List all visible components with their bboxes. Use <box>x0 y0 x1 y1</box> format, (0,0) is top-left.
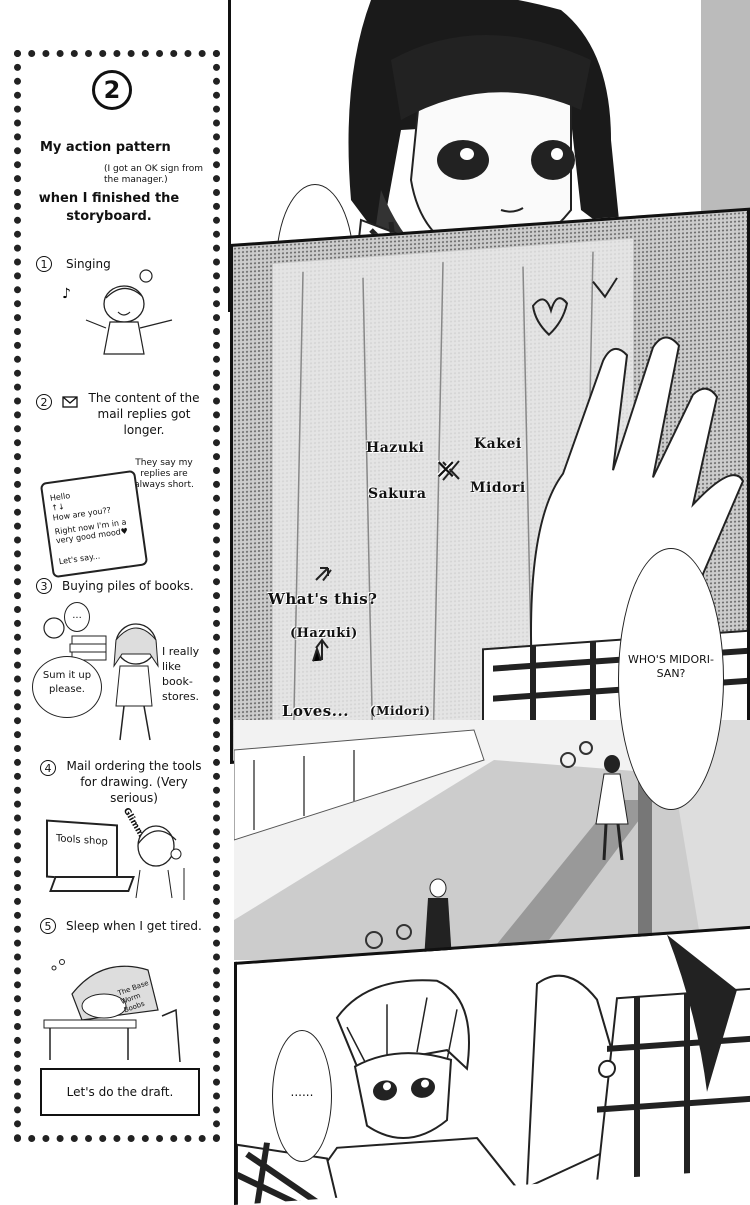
dots-bubble: ... <box>64 602 90 632</box>
carving-by2: (Midori) <box>370 704 431 718</box>
carving-question: What's this? <box>268 590 378 608</box>
mail-icon <box>62 396 78 408</box>
step-number: 2 <box>36 394 52 410</box>
boy-illustration <box>237 928 750 1205</box>
step-number: 1 <box>36 256 52 272</box>
carving-cross: × <box>434 452 458 485</box>
carving-name2a: Kakei <box>474 436 522 452</box>
laptop-keyboard <box>49 876 135 892</box>
svg-text:♪: ♪ <box>62 286 71 302</box>
step-text: Mail ordering the tools for drawing. (Ve… <box>66 759 202 805</box>
bookstore-note: I really like book-stores. <box>162 645 200 703</box>
laptop-label: Tools shop <box>56 833 108 848</box>
step-text: Sleep when I get tired. <box>66 919 202 933</box>
chapter-number-badge: 2 <box>92 70 132 110</box>
carving-loves: Loves... <box>282 702 349 720</box>
phone-line: Let's say... <box>58 551 101 567</box>
side-note: They say my replies are always short. <box>134 458 194 490</box>
bookstore-girl-sketch <box>43 617 159 741</box>
sidebar-frame <box>14 50 220 1142</box>
phone-sketch: Hello ↑↓ How are you?? Right now I'm in … <box>39 469 149 579</box>
carving-name1b: Sakura <box>368 486 427 502</box>
panel-boy-closeup <box>234 925 750 1205</box>
carving-name1a: Hazuki <box>366 440 425 456</box>
speech-bubble-ellipsis: ...... <box>272 1030 332 1162</box>
street-illustration <box>234 720 750 960</box>
laptop-sketch: Tools shop <box>46 819 118 883</box>
sum-it-up-bubble: Sum it up please. <box>32 656 102 718</box>
sidebar-note: (I got an OK sign from the manager.) <box>104 164 203 185</box>
drawing-girl-sketch <box>135 825 185 900</box>
speech-bubble-who-is-midori: WHO'S MIDORI-SAN? <box>618 548 724 810</box>
step-number: 4 <box>40 760 56 776</box>
sleeping-girl-sketch <box>43 959 181 1063</box>
carving-name2b: Midori <box>470 480 526 496</box>
step-number: 3 <box>36 578 52 594</box>
step-text: Singing <box>66 257 111 271</box>
carving-by1: (Hazuki) <box>290 626 358 641</box>
step-number: 5 <box>40 918 56 934</box>
sidebar-title: My action pattern <box>40 140 171 155</box>
final-caption-box: Let's do the draft. <box>40 1068 200 1116</box>
sidebar-subtitle: when I finished the storyboard. <box>38 191 180 224</box>
step-text: The content of the mail replies got long… <box>88 391 200 437</box>
carving-arrows <box>315 567 329 660</box>
step-text: Buying piles of books. <box>62 579 194 593</box>
singing-girl-sketch: ♪ <box>62 269 173 355</box>
